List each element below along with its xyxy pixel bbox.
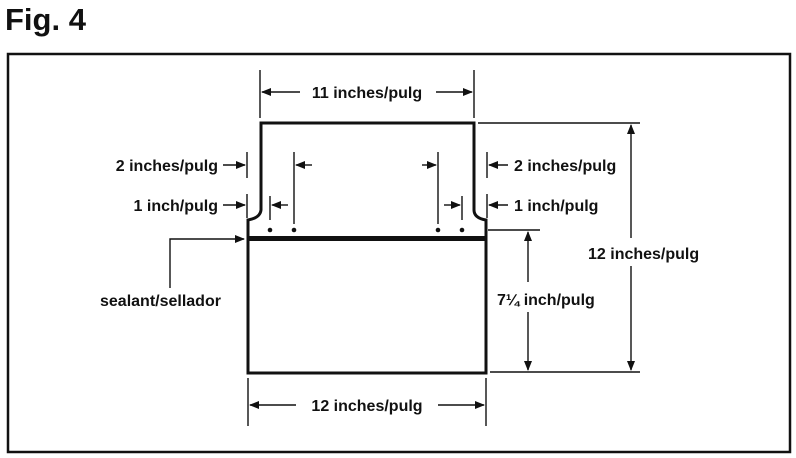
sealant-band — [248, 236, 486, 241]
bottom-width-dimension: 12 inches/pulg — [247, 378, 487, 426]
left-1in-label: 1 inch/pulg — [134, 198, 218, 215]
left-2in-label: 2 inches/pulg — [116, 158, 218, 175]
bottom-width-label: 12 inches/pulg — [311, 398, 422, 415]
right-offset-dimensions: 2 inches/pulg 1 inch/pulg — [422, 152, 616, 224]
right-2in-label: 2 inches/pulg — [514, 158, 616, 175]
top-width-dimension: 11 inches/pulg — [259, 70, 475, 118]
total-height-label: 12 inches/pulg — [588, 246, 699, 263]
upper-box-outline — [246, 121, 488, 375]
right-1in-label: 1 inch/pulg — [514, 198, 598, 215]
fastener-dots — [267, 227, 465, 233]
lower-height-label: 7¼ inch/pulg — [497, 292, 595, 309]
figure-frame — [6, 52, 792, 454]
left-offset-dimensions: 2 inches/pulg 1 inch/pulg — [116, 152, 312, 224]
sealant-callout: sealant/sellador — [100, 235, 245, 310]
figure-title: Fig. 4 — [5, 2, 86, 37]
total-height-dimension: 12 inches/pulg — [478, 122, 699, 373]
top-width-label: 11 inches/pulg — [312, 85, 422, 102]
lower-height-dimension: 7¼ inch/pulg — [488, 229, 595, 371]
sealant-label: sealant/sellador — [100, 293, 221, 310]
